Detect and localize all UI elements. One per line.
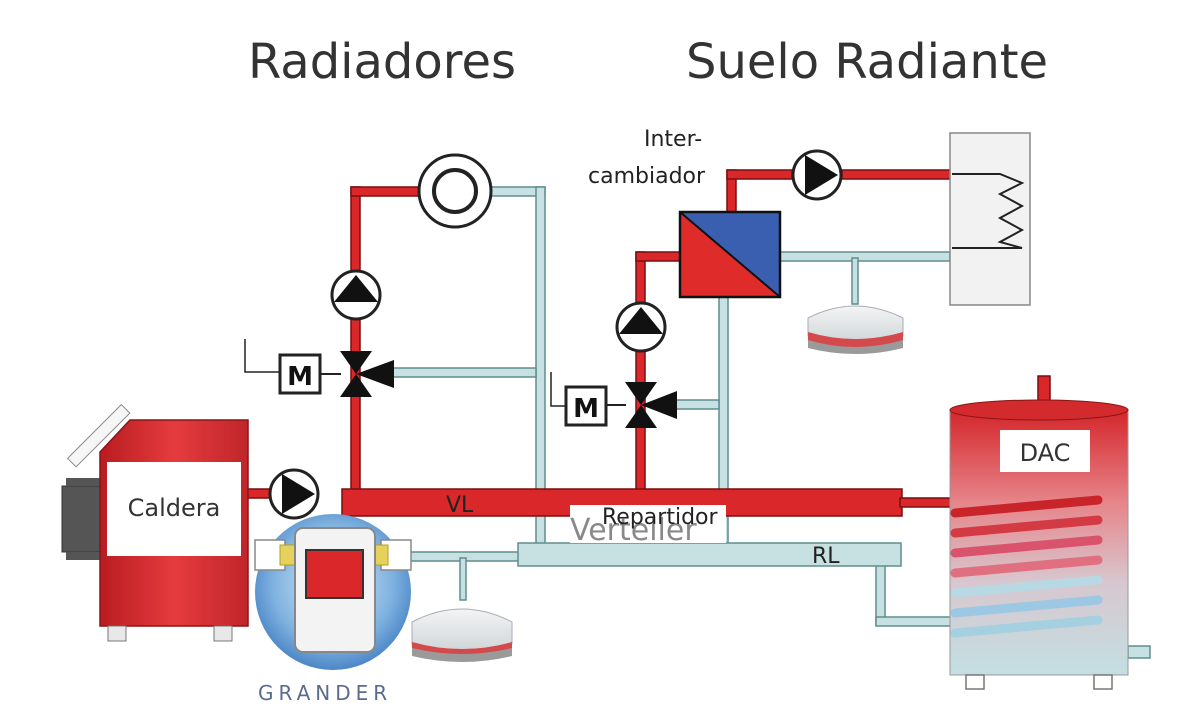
expansion-vessel-icon	[411, 608, 513, 662]
mixing-valve-icon	[625, 382, 677, 428]
pump-icon	[268, 468, 320, 520]
pump-icon	[791, 149, 843, 201]
tank-icon: DAC	[949, 399, 1129, 690]
motor-label: M	[287, 362, 313, 392]
pump-icon	[615, 301, 667, 353]
pump-icon	[330, 269, 382, 321]
heat-exchanger-icon	[678, 210, 782, 299]
motor-icon: M	[244, 339, 341, 395]
filter-label: GRANDER	[258, 681, 392, 705]
tank-label: DAC	[1020, 439, 1071, 467]
expansion-vessel-icon	[807, 305, 904, 354]
manifold-label-box	[570, 505, 726, 543]
motor-label: M	[573, 394, 599, 424]
title-radiadores: Radiadores	[248, 34, 516, 90]
exchanger-label-line1: Inter-	[644, 127, 702, 152]
title-suelo-radiante: Suelo Radiante	[686, 34, 1048, 90]
boiler-icon: Caldera	[61, 403, 249, 642]
exchanger-label-line2: cambiador	[588, 164, 706, 189]
manifold-underlay-label: Verteiler	[570, 513, 697, 548]
flow-line-label: VL	[446, 493, 474, 518]
boiler-label: Caldera	[128, 494, 221, 522]
return-line-label: RL	[812, 544, 840, 569]
mixing-valve-icon	[340, 351, 394, 397]
floor-coil-icon	[949, 132, 1031, 306]
water-filter-icon	[254, 514, 412, 670]
motor-icon: M	[550, 372, 626, 427]
manifold-label: Repartidor	[602, 505, 718, 530]
radiator-icon	[417, 153, 493, 229]
